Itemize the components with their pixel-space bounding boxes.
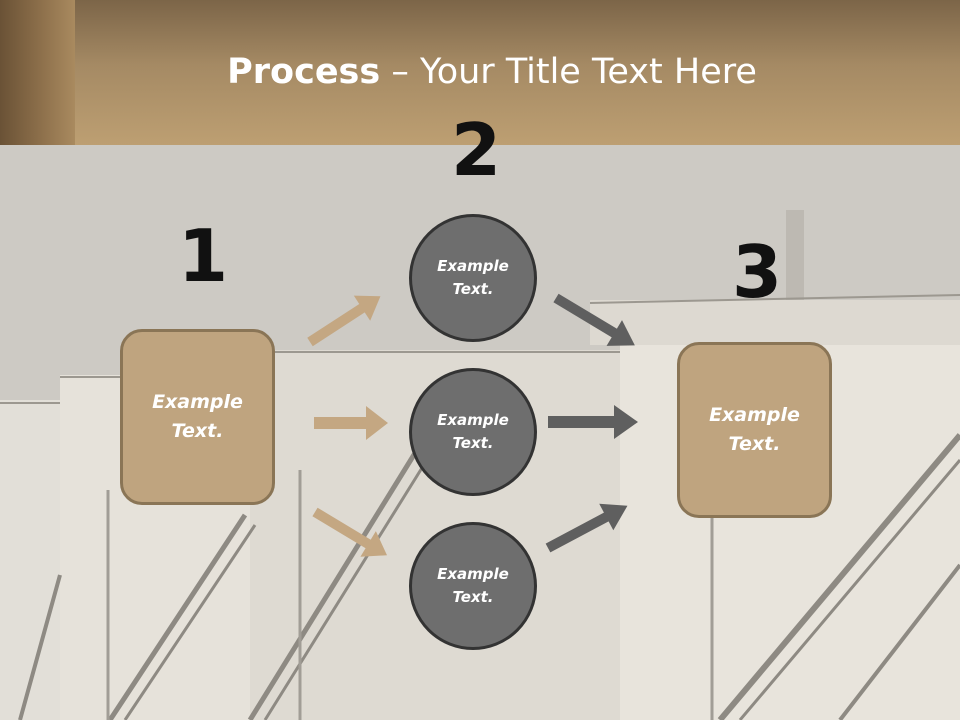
title-bar [0, 0, 960, 145]
title-rest: Your Title Text Here [419, 52, 757, 92]
step-3-box[interactable]: Example Text. [677, 342, 832, 518]
step-number-3: 3 [732, 230, 783, 314]
step-3-text: Example Text. [709, 404, 800, 455]
tan-arrow-up [307, 295, 381, 347]
title-bold: Process [227, 52, 381, 92]
step-2-circle-middle[interactable]: Example Text. [409, 368, 537, 496]
tan-arrow-right [314, 406, 388, 440]
step-1-box[interactable]: Example Text. [120, 329, 275, 505]
step-2-circle-top[interactable]: Example Text. [409, 214, 537, 342]
circle-top-text: Example Text. [437, 257, 509, 298]
gray-arrow-right [548, 405, 638, 439]
gray-arrow-up [545, 503, 628, 553]
step-number-2: 2 [451, 108, 502, 192]
circle-middle-text: Example Text. [437, 411, 509, 452]
circle-bottom-text: Example Text. [437, 565, 509, 606]
slide-title[interactable]: Process – Your Title Text Here [0, 52, 960, 92]
tan-arrow-down [312, 507, 388, 557]
gray-arrow-down [553, 293, 635, 346]
title-separator: – [380, 52, 420, 92]
step-1-text: Example Text. [152, 391, 243, 442]
step-number-1: 1 [178, 214, 229, 298]
title-bar-accent [0, 0, 75, 145]
step-2-circle-bottom[interactable]: Example Text. [409, 522, 537, 650]
